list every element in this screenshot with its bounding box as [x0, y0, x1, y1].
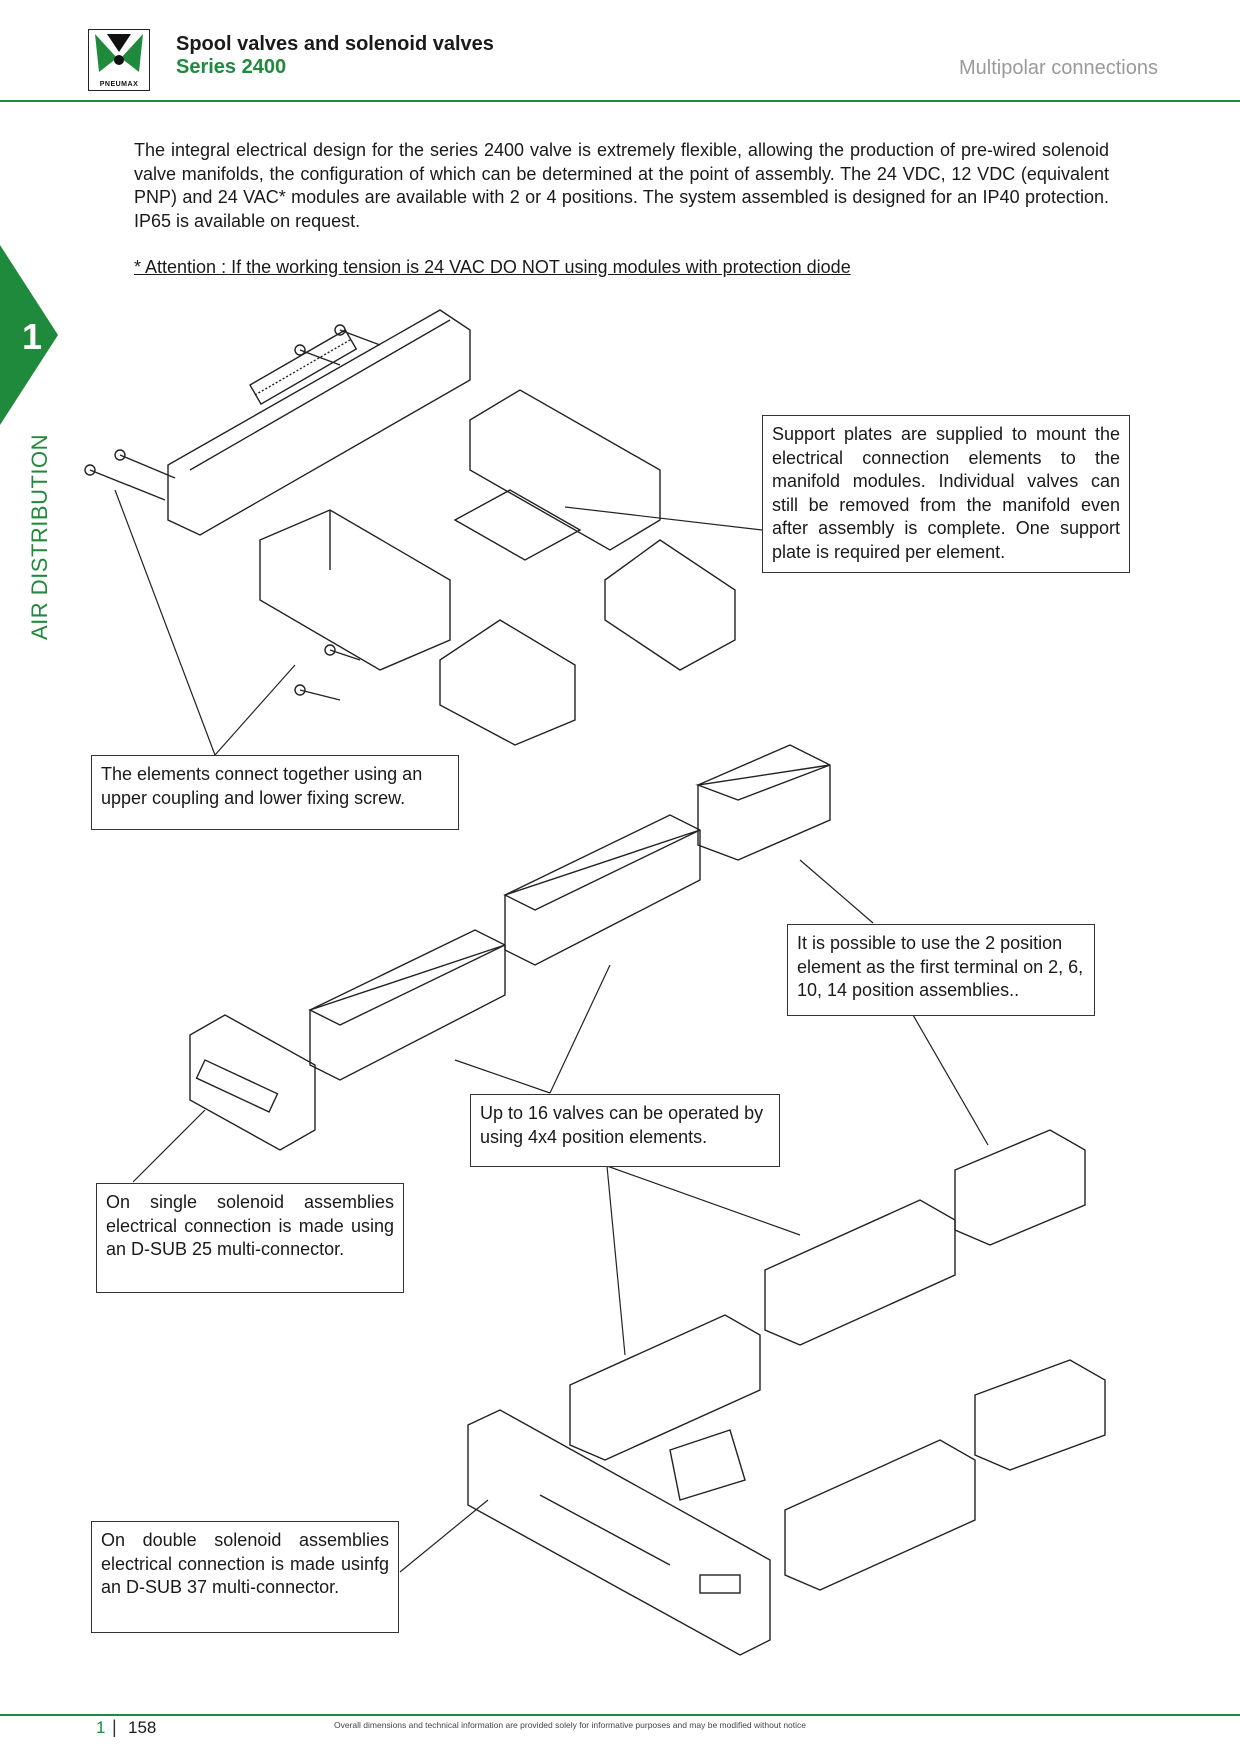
dsub25-terminal	[189, 1014, 316, 1151]
header-rule	[0, 100, 1240, 102]
page-title: Spool valves and solenoid valves	[176, 33, 494, 55]
callout-single-solenoid: On single solenoid assemblies electrical…	[96, 1183, 404, 1293]
intro-paragraph: The integral electrical design for the s…	[134, 140, 1109, 231]
dsub37-terminal	[467, 1314, 771, 1656]
footer-separator: |	[112, 1717, 117, 1737]
module-row-lower-right	[764, 1129, 1106, 1591]
pneumax-logo: PNEUMAX	[88, 29, 150, 91]
chapter-number: 1	[22, 316, 43, 357]
callout-elements-connect: The elements connect together using an u…	[91, 755, 459, 830]
screws	[84, 324, 381, 701]
logo-text: PNEUMAX	[99, 81, 139, 88]
callout-support-plates: Support plates are supplied to mount the…	[762, 415, 1130, 573]
section-title: Multipolar connections	[959, 57, 1158, 79]
logo-mark-icon	[95, 34, 143, 72]
footer-section-number: 1	[96, 1718, 106, 1737]
module-boxes-top	[259, 389, 736, 746]
footer-rule	[0, 1714, 1240, 1716]
module-row-middle	[308, 744, 831, 1081]
leader-lines	[114, 489, 989, 1573]
callout-two-position: It is possible to use the 2 position ele…	[787, 924, 1095, 1016]
attention-note: * Attention : If the working tension is …	[134, 257, 851, 277]
page-number: 158	[128, 1718, 157, 1737]
chapter-tab	[0, 245, 58, 425]
footer-disclaimer: Overall dimensions and technical informa…	[334, 1720, 806, 1730]
series-title: Series 2400	[176, 56, 287, 78]
callout-double-solenoid: On double solenoid assemblies electrical…	[91, 1521, 399, 1633]
callout-sixteen-valves: Up to 16 valves can be operated by using…	[470, 1094, 780, 1167]
terminal-body-top	[167, 309, 471, 536]
